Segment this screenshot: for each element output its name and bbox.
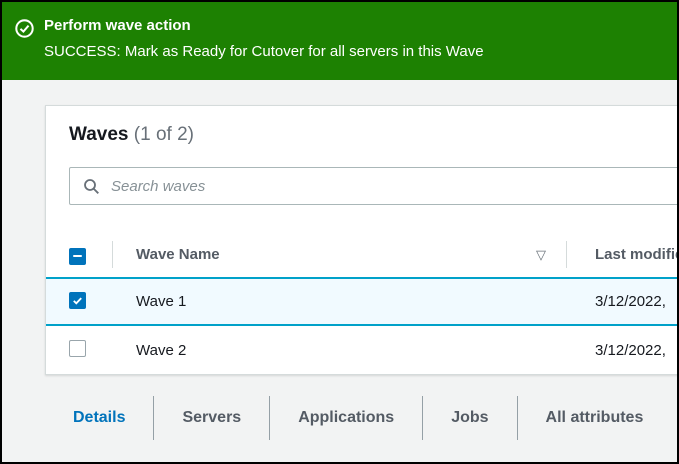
wave-name-cell: Wave 1: [112, 293, 566, 310]
wave-name-column-label: Wave Name: [136, 246, 220, 263]
header-select-cell: [46, 244, 112, 265]
wave-name-value: Wave 2: [136, 341, 187, 359]
checkmark-icon: [73, 297, 82, 305]
panel-title: Waves (1 of 2): [69, 124, 677, 146]
tab-jobs[interactable]: Jobs: [422, 396, 516, 440]
tab-applications[interactable]: Applications: [269, 396, 422, 440]
panel-count: (1 of 2): [133, 124, 194, 145]
row-select-cell: [46, 339, 112, 361]
row-checkbox-unchecked[interactable]: [69, 339, 86, 357]
wave-name-cell: Wave 2: [112, 342, 566, 359]
sort-descending-icon[interactable]: ▽: [536, 246, 546, 262]
row-checkbox-checked[interactable]: [69, 292, 86, 309]
header-wave-name-cell[interactable]: Wave Name ▽: [112, 246, 566, 263]
search-waves-box[interactable]: [69, 167, 677, 205]
last-modified-cell: 3/12/2022,: [595, 341, 666, 359]
table-row-wave-1[interactable]: Wave 1 3/12/2022,: [46, 277, 677, 326]
column-divider: [112, 241, 113, 268]
status-success-icon: [15, 19, 34, 38]
flash-message: SUCCESS: Mark as Ready for Cutover for a…: [44, 43, 484, 60]
select-all-checkbox[interactable]: [69, 247, 86, 265]
table-row-wave-2[interactable]: Wave 2 3/12/2022,: [46, 326, 677, 374]
tab-all-attributes[interactable]: All attributes: [516, 396, 672, 440]
wave-name-value: Wave 1: [136, 293, 187, 310]
last-modified-column-label[interactable]: Last modified: [595, 246, 677, 263]
column-divider: [566, 241, 567, 268]
indeterminate-dash-icon: [73, 255, 82, 258]
success-flashbar: Perform wave action SUCCESS: Mark as Rea…: [2, 2, 677, 80]
row-select-cell: [46, 292, 112, 311]
tab-servers[interactable]: Servers: [153, 396, 269, 440]
waves-panel: Waves (1 of 2) Wave Name ▽ Last mod: [45, 105, 677, 375]
flash-title: Perform wave action: [44, 17, 191, 34]
tab-details[interactable]: Details: [73, 409, 126, 426]
panel-title-text: Waves: [69, 124, 129, 145]
search-icon: [84, 178, 99, 194]
table-header-row: Wave Name ▽ Last modified: [46, 232, 677, 277]
flash-text: Perform wave action SUCCESS: Mark as Rea…: [44, 17, 484, 61]
search-waves-input[interactable]: [109, 176, 677, 196]
wave-detail-tabs: Details Servers Applications Jobs All at…: [45, 396, 677, 440]
last-modified-cell: 3/12/2022,: [595, 293, 666, 310]
